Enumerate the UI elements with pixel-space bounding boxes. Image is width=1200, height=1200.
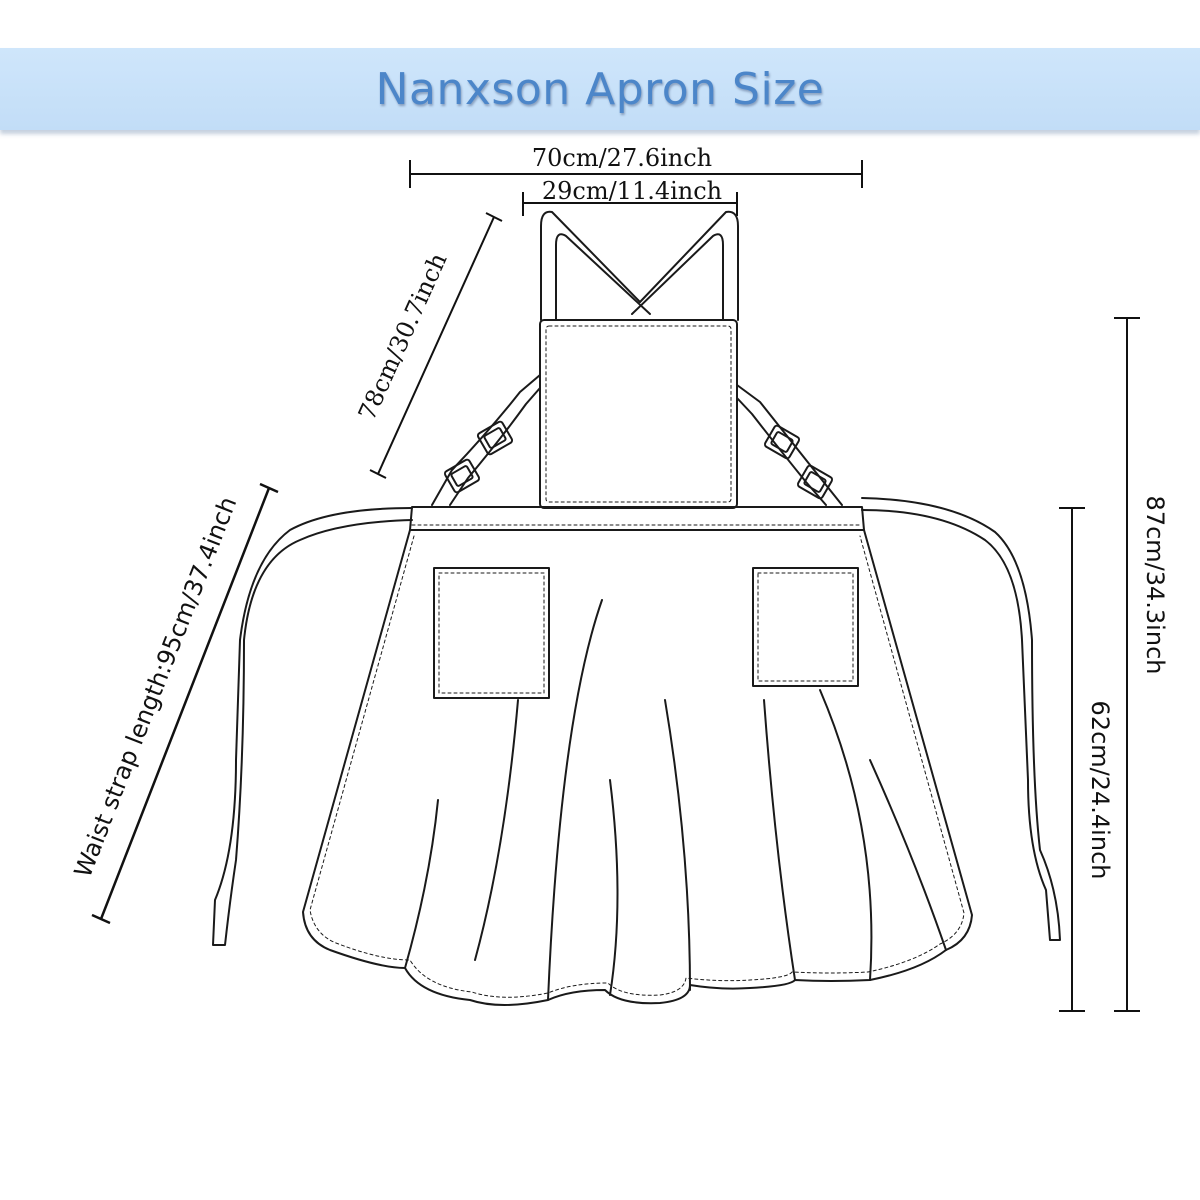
total-length-label: 87cm/34.3inch	[1141, 496, 1169, 675]
neck-strap-label: 78cm/30.7inch	[353, 249, 453, 425]
buckle-icon	[476, 420, 514, 456]
top-width-label: 29cm/11.4inch	[542, 177, 722, 205]
dimension-neck-strap	[369, 212, 503, 479]
neck-straps	[540, 210, 739, 321]
right-side-strap	[736, 384, 843, 506]
right-waist-strap	[861, 497, 1061, 941]
skirt-folds	[404, 599, 947, 1001]
dimension-total-length	[1114, 317, 1140, 1012]
left-pocket	[433, 567, 550, 699]
skirt-length-label: 62cm/24.4inch	[1086, 701, 1114, 880]
apron-outline	[212, 210, 1061, 1006]
buckle-icon	[763, 424, 801, 460]
title-banner: Nanxson Apron Size	[0, 48, 1200, 130]
total-width-label: 70cm/27.6inch	[532, 144, 712, 172]
waist-strap-label: Waist strap length:95cm/37.4inch	[69, 493, 243, 881]
buckle-icon	[796, 464, 834, 500]
buckle-icon	[443, 458, 481, 494]
dimension-total-width	[409, 160, 863, 188]
waistband	[409, 506, 865, 531]
dimension-skirt-length	[1059, 507, 1085, 1012]
dimension-waist-strap	[91, 482, 279, 925]
apron-bib	[539, 319, 738, 509]
page-title: Nanxson Apron Size	[375, 63, 825, 115]
right-pocket	[752, 567, 859, 687]
left-waist-strap	[212, 507, 413, 946]
dimension-top-width	[522, 192, 738, 216]
